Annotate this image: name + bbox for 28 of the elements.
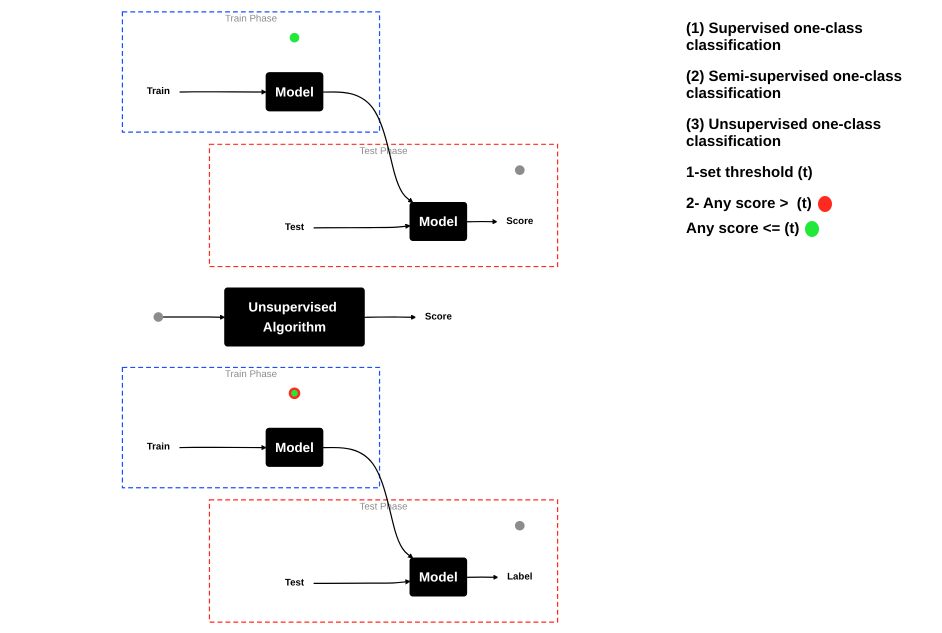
note-text: 1-set threshold (t) bbox=[686, 164, 814, 181]
arrow bbox=[179, 88, 267, 94]
note-text: (2) Semi-supervised one-class classification bbox=[686, 68, 903, 102]
note-text: (3) Unsupervised one-class classification bbox=[686, 116, 882, 150]
arrow bbox=[314, 578, 410, 584]
note-text: (1) Supervised one-class classification bbox=[686, 20, 864, 54]
node-text: Train bbox=[146, 441, 170, 452]
arrow bbox=[314, 223, 410, 228]
node-text: Score bbox=[506, 215, 534, 226]
node-text: Test bbox=[284, 222, 304, 232]
node-text: Score bbox=[424, 311, 452, 322]
arrow bbox=[162, 314, 226, 320]
arrow bbox=[323, 90, 414, 202]
node-text: Label bbox=[507, 571, 532, 582]
arrow bbox=[179, 444, 267, 450]
node-circle bbox=[288, 386, 300, 399]
node-circle bbox=[514, 164, 525, 174]
node-circle bbox=[153, 312, 164, 322]
node-circle bbox=[514, 520, 525, 530]
arrow bbox=[323, 446, 414, 558]
node-circle bbox=[290, 32, 300, 42]
legend-text: 2- Any score > (t) bbox=[686, 195, 812, 212]
arrow bbox=[364, 314, 416, 320]
arrow bbox=[467, 218, 498, 224]
node-text: Test bbox=[284, 577, 304, 588]
node-text: Train bbox=[146, 86, 170, 96]
legend-text: Any score <= (t) bbox=[686, 220, 800, 237]
arrow bbox=[467, 574, 498, 580]
